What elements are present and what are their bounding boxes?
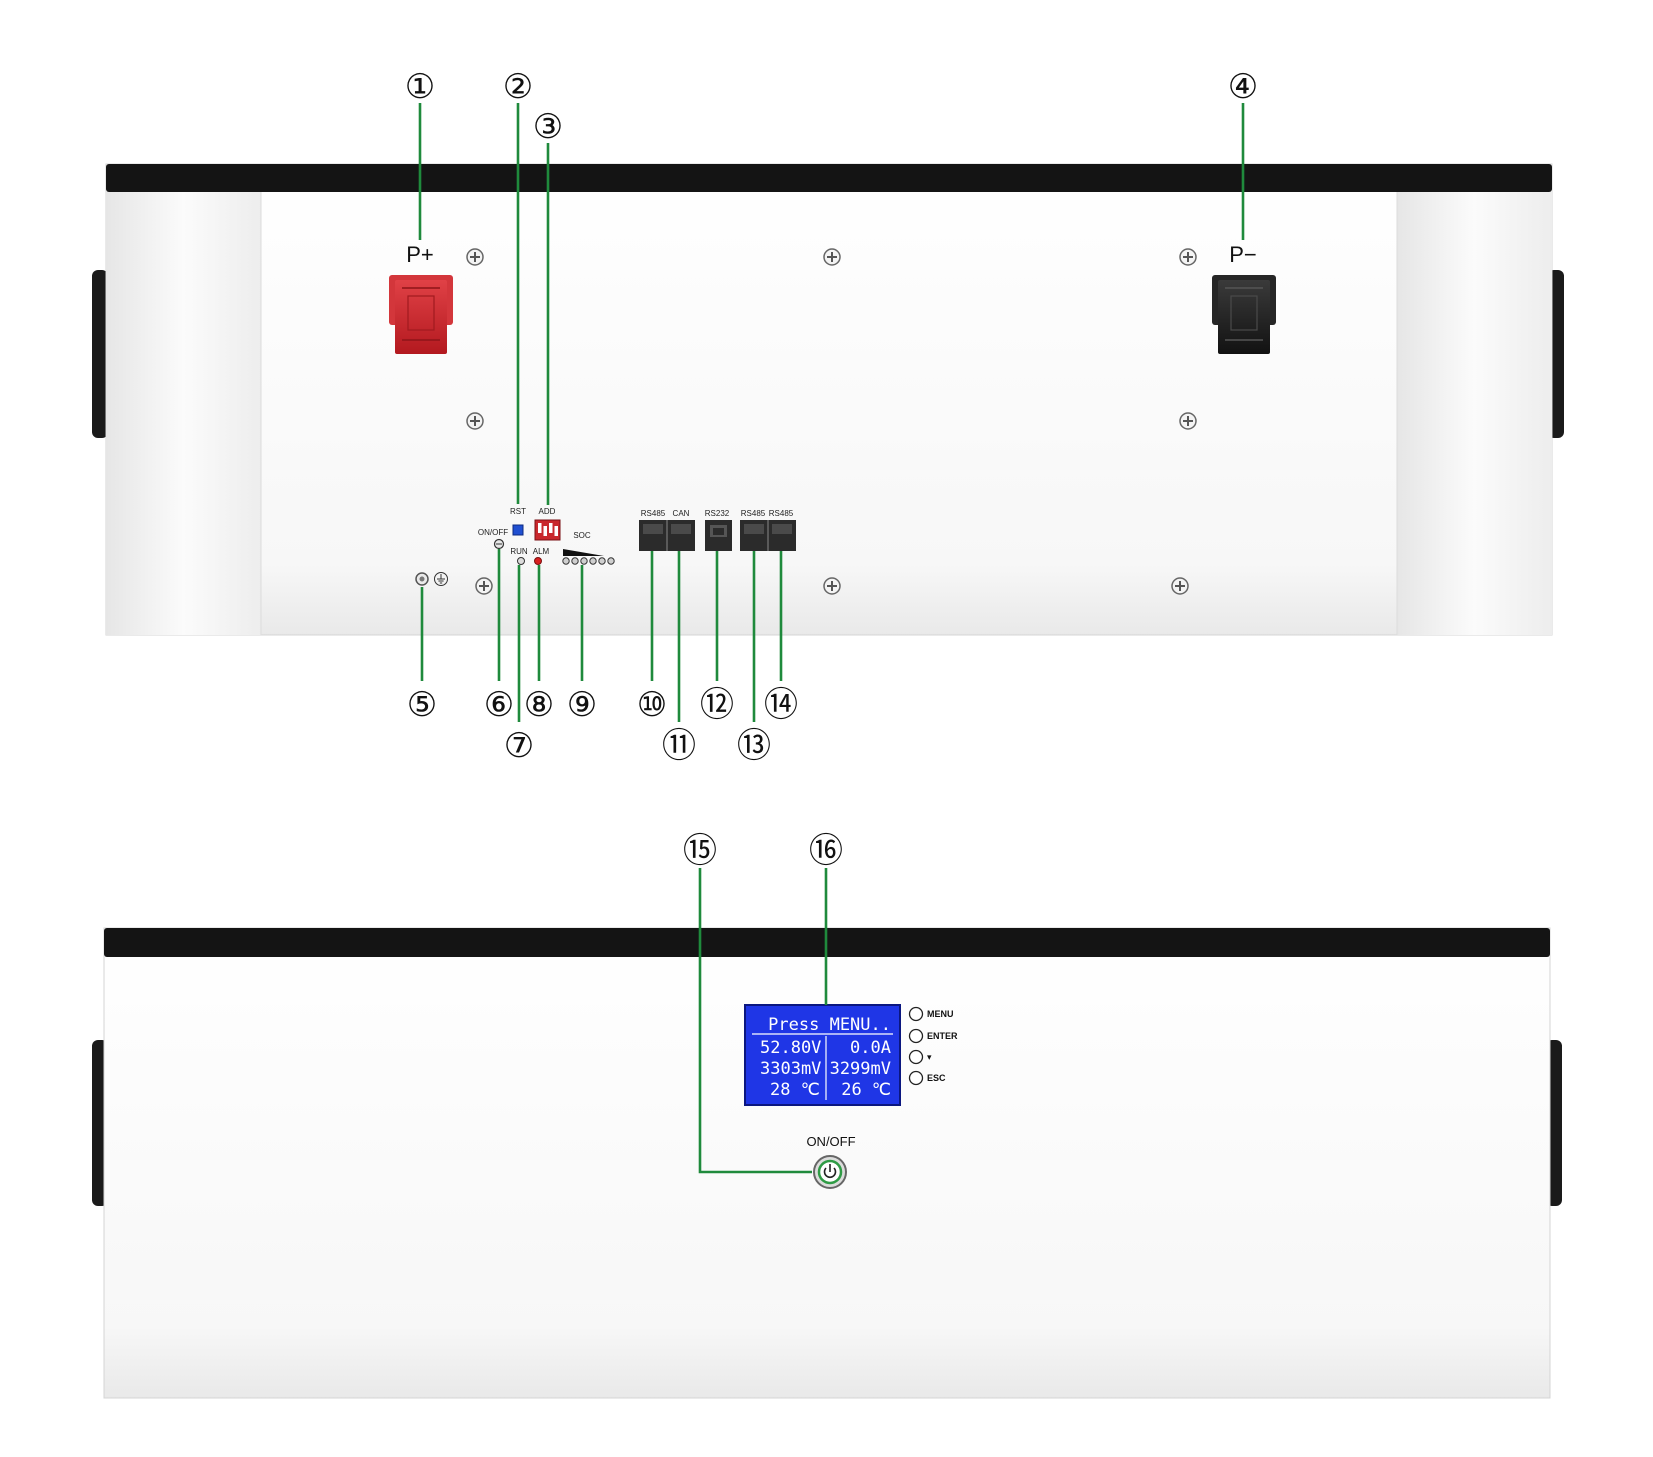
callout-4: ④ (1228, 67, 1258, 107)
svg-text:▾: ▾ (927, 1052, 932, 1062)
callout-3: ③ (533, 107, 563, 147)
lcd-row-1-right: 0.0A (850, 1038, 891, 1058)
display-panel: Press MENU.. 52.80V 0.0A 3303mV 3299mV 2… (92, 927, 1562, 1399)
soc-leds (562, 557, 615, 565)
port-label-can: CAN (673, 509, 690, 518)
soc-label: SOC (573, 531, 591, 540)
port-label-rs485-c: RS485 (769, 509, 794, 518)
rs485-port-b[interactable] (740, 520, 768, 551)
power-icon (823, 1164, 837, 1179)
negative-terminal-label: P− (1229, 242, 1257, 267)
callout-10: ⑩ (637, 685, 667, 725)
negative-terminal[interactable] (1212, 275, 1276, 354)
rs232-port[interactable] (705, 520, 732, 551)
on-off-label: ON/OFF (478, 528, 508, 537)
callout-14: ⑭ (764, 685, 798, 725)
screw (823, 248, 841, 266)
menu-button[interactable]: MENU (908, 1006, 954, 1022)
svg-text:MENU: MENU (927, 1009, 954, 1019)
run-led (517, 557, 525, 565)
on-off-switch[interactable] (493, 538, 505, 550)
rst-label: RST (510, 507, 526, 516)
down-button[interactable]: ▾ (908, 1049, 933, 1065)
callout-5: ⑤ (407, 685, 437, 725)
power-label: ON/OFF (806, 1134, 855, 1149)
soc-wedge (563, 549, 604, 556)
lcd-row-3-left: 28 ℃ (770, 1080, 820, 1100)
front-top-bar (106, 164, 1552, 192)
port-label-rs232: RS232 (705, 509, 730, 518)
front-panel-body (105, 163, 1553, 636)
callout-12: ⑫ (700, 685, 734, 725)
callout-15: ⑮ (683, 831, 717, 871)
ground-terminal[interactable] (415, 572, 429, 586)
screw (466, 248, 484, 266)
alm-label: ALM (533, 547, 550, 556)
lcd-row-2-left: 3303mV (760, 1059, 821, 1079)
left-handle (92, 270, 108, 438)
callout-8: ⑧ (524, 685, 554, 725)
callout-2: ② (503, 67, 533, 107)
run-label: RUN (510, 547, 528, 556)
lcd-line-title: Press MENU.. (768, 1015, 891, 1035)
callout-7: ⑦ (504, 726, 534, 766)
leader-lines (418, 103, 1245, 1174)
port-label-rs485-a: RS485 (641, 509, 666, 518)
callout-13: ⑬ (737, 726, 771, 766)
callout-16: ⑯ (809, 831, 843, 871)
svg-text:ENTER: ENTER (927, 1031, 958, 1041)
lcd-screen: Press MENU.. 52.80V 0.0A 3303mV 3299mV 2… (744, 1004, 901, 1106)
callout-11: ⑪ (662, 726, 696, 766)
enter-button[interactable]: ENTER (908, 1028, 959, 1044)
right-side-column (1397, 190, 1552, 635)
callout-6: ⑥ (484, 685, 514, 725)
positive-terminal[interactable] (389, 275, 453, 354)
rs485-port-a[interactable] (639, 520, 667, 551)
alarm-led (534, 557, 542, 565)
esc-button[interactable]: ESC (908, 1070, 947, 1086)
screw (1171, 577, 1189, 595)
add-label: ADD (539, 507, 556, 516)
rst-button[interactable] (512, 524, 524, 536)
address-dip-switch[interactable] (534, 519, 561, 541)
front-panel: P+ P− ON/OFF (92, 163, 1564, 636)
screw (1179, 248, 1197, 266)
positive-terminal-label: P+ (406, 242, 434, 267)
lcd-row-2-right: 3299mV (830, 1059, 891, 1079)
lcd-row-1-left: 52.80V (760, 1038, 821, 1058)
screw (466, 412, 484, 430)
left-side-column (106, 190, 261, 635)
callouts: ① ② ③ ④ ⑤ ⑥ ⑦ ⑧ ⑨ ⑩ ⑪ ⑫ ⑬ ⑭ ⑮ ⑯ (405, 67, 1258, 871)
ground-icon (434, 572, 448, 586)
callout-1: ① (405, 67, 435, 107)
port-label-rs485-b: RS485 (741, 509, 766, 518)
screw (1179, 412, 1197, 430)
screw (475, 577, 493, 595)
screw (823, 577, 841, 595)
lcd-row-3-right: 26 ℃ (841, 1080, 891, 1100)
can-port[interactable] (667, 520, 695, 551)
rs485-port-c[interactable] (768, 520, 796, 551)
svg-text:ESC: ESC (927, 1073, 946, 1083)
callout-9: ⑨ (567, 685, 597, 725)
